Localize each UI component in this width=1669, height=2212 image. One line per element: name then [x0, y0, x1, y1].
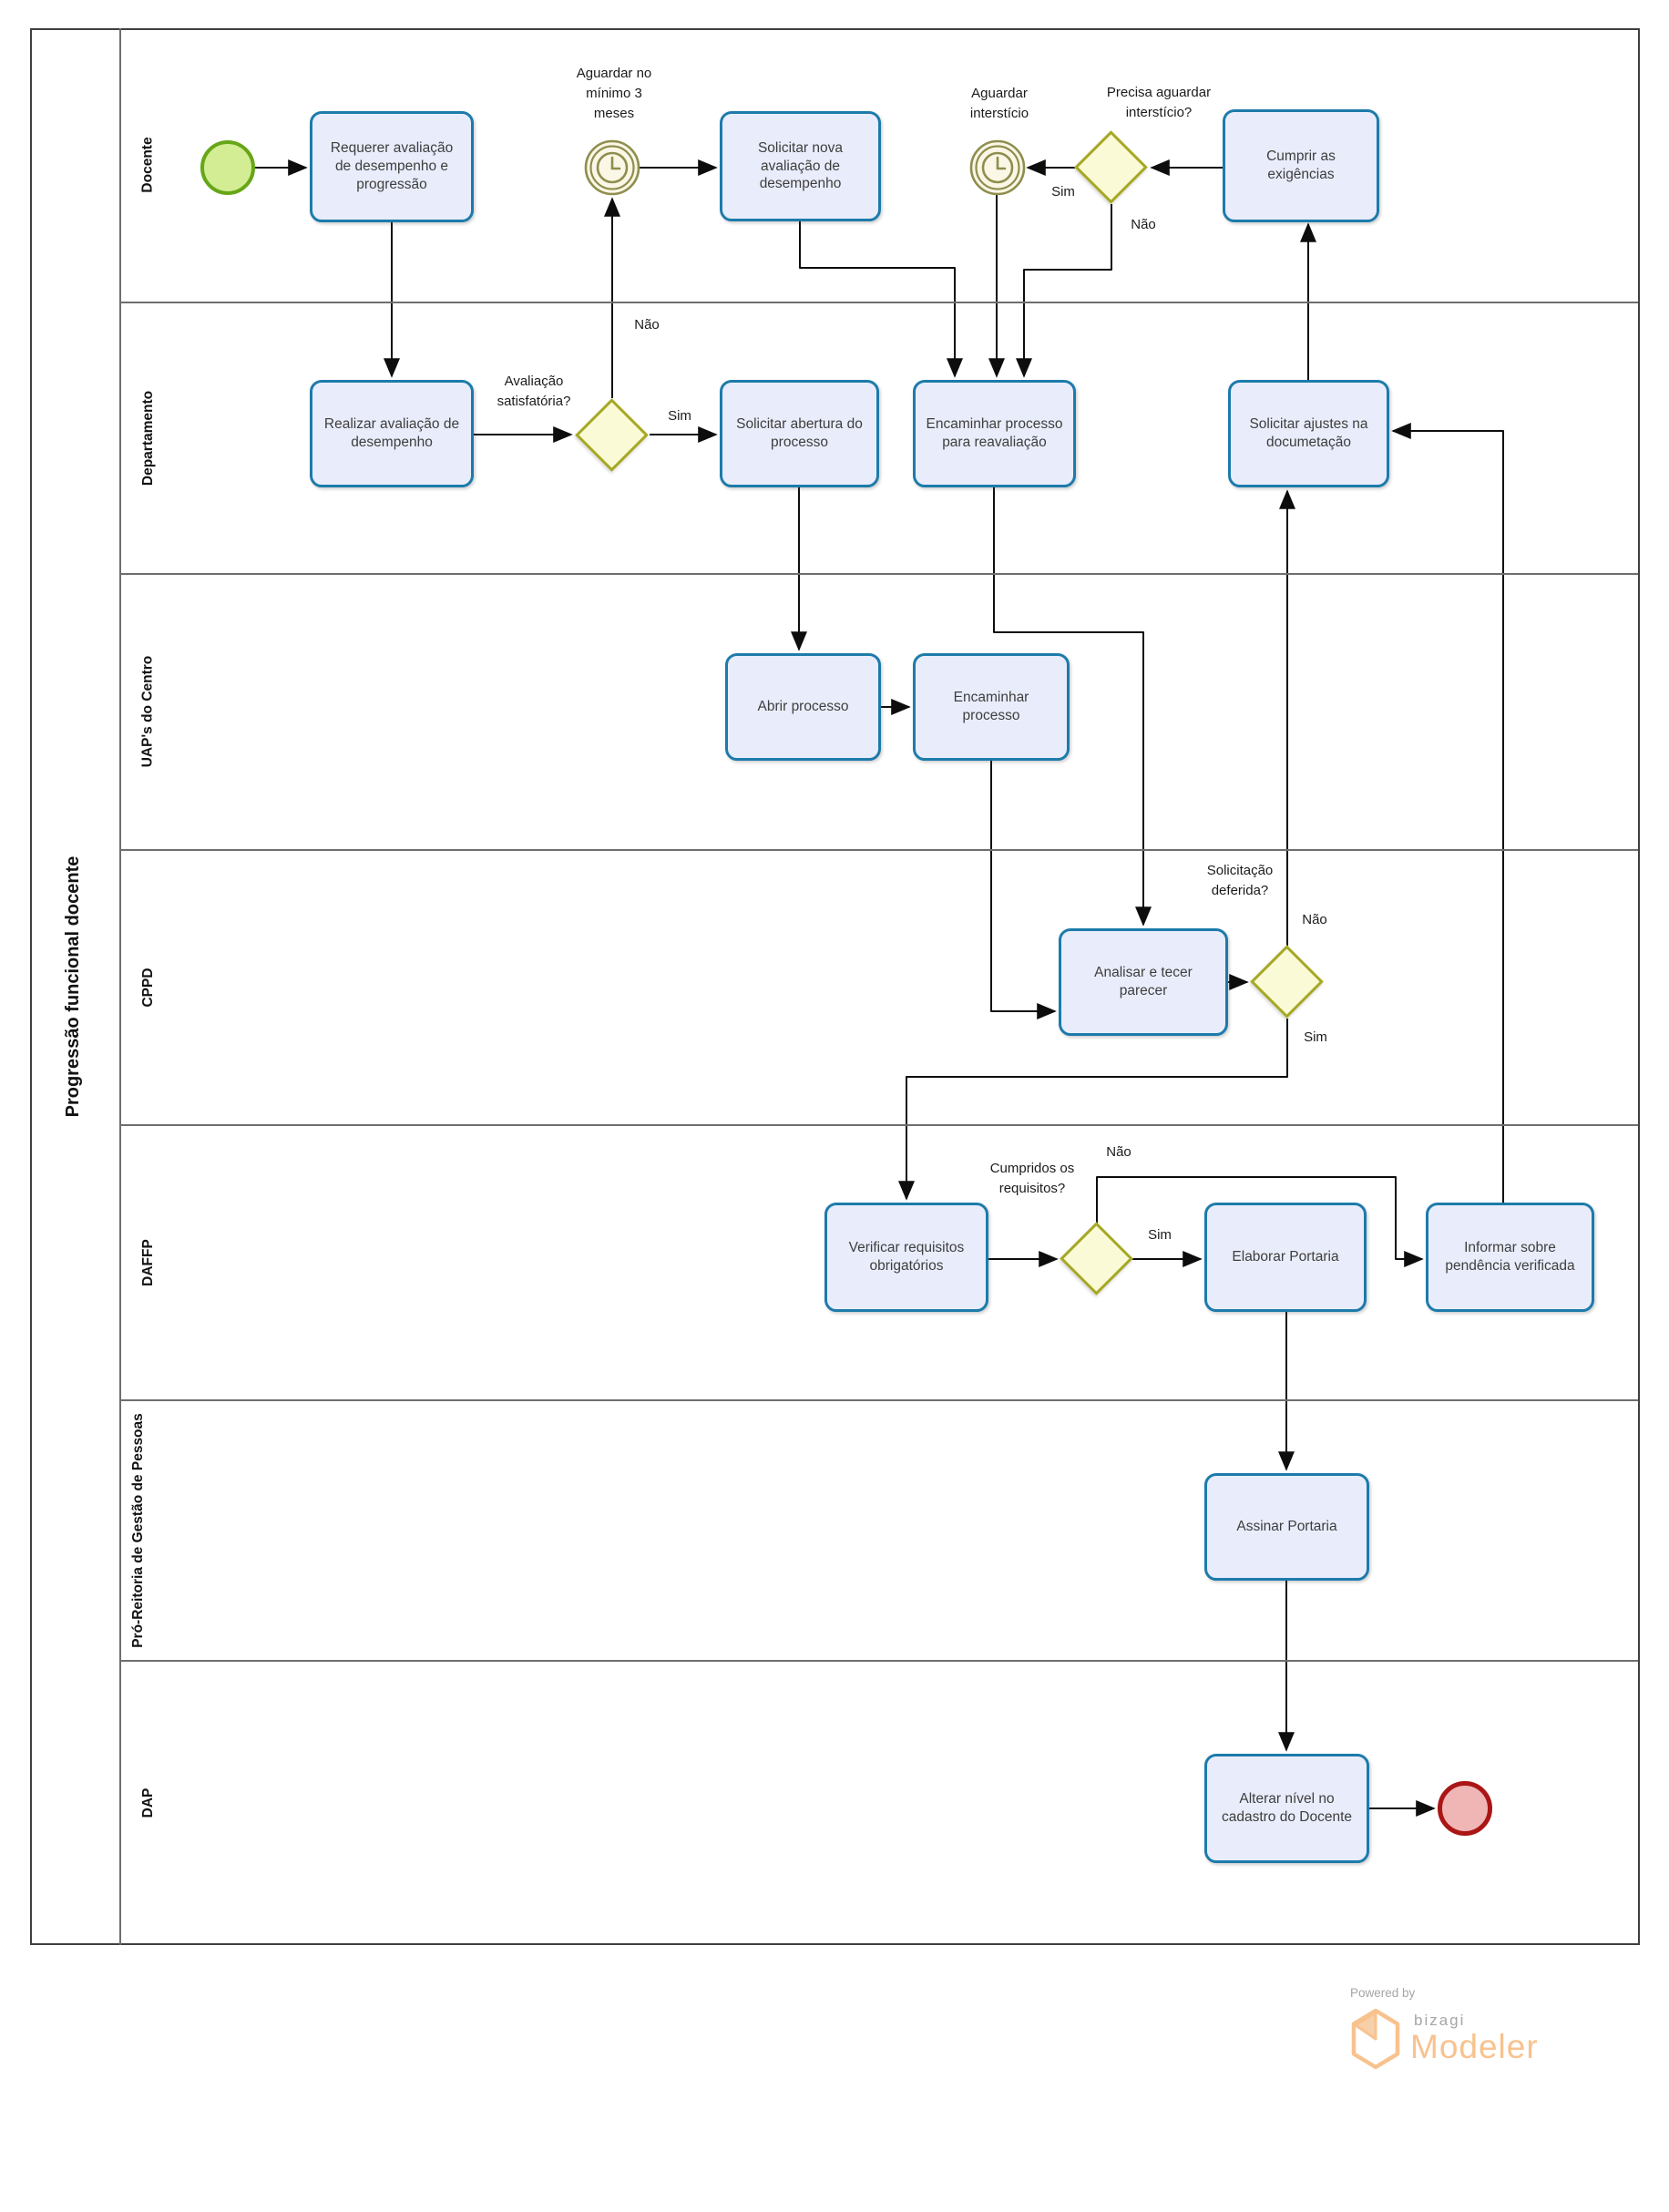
task-verificar-requisitos[interactable]: Verificar requisitos obrigatórios — [824, 1203, 988, 1312]
task-label: Encaminhar processo para reavaliação — [926, 416, 1063, 450]
task-label: Alterar nível no cadastro do Docente — [1221, 1791, 1353, 1825]
start-event[interactable] — [200, 140, 255, 195]
flow-label-sim-precisa-aguardar: Sim — [1051, 184, 1075, 200]
task-elaborar-portaria[interactable]: Elaborar Portaria — [1204, 1203, 1367, 1312]
task-label: Realizar avaliação de desempenho — [323, 416, 460, 450]
flow-label-sim-cumpridos: Sim — [1148, 1227, 1172, 1243]
task-label: Abrir processo — [757, 699, 849, 715]
lane-separator — [121, 1399, 1638, 1401]
lane-label-uaps-do-centro: UAP's do Centro — [139, 655, 156, 768]
task-cumprir-exigencias[interactable]: Cumprir as exigências — [1223, 109, 1379, 222]
lane-separator — [121, 1660, 1638, 1662]
task-solicitar-abertura[interactable]: Solicitar abertura do processo — [720, 380, 879, 487]
task-label: Encaminhar processo — [953, 690, 1029, 723]
flow-label-nao-precisa-aguardar: Não — [1131, 217, 1156, 232]
lane-separator — [121, 302, 1638, 303]
flow-label-nao-solicitacao: Não — [1302, 912, 1327, 927]
pool-title: Progressão funcional docente — [63, 855, 83, 1118]
timer-event-aguardar-intersticio[interactable] — [968, 138, 1027, 197]
lane-separator — [121, 849, 1638, 851]
flow-label-nao-cumpridos: Não — [1106, 1144, 1131, 1160]
pool-border — [30, 28, 1640, 1945]
flow-label-sim-avaliacao: Sim — [668, 408, 691, 424]
timer-event-aguardar-minimo[interactable] — [583, 138, 641, 197]
task-encaminhar-processo[interactable]: Encaminhar processo — [913, 653, 1070, 761]
lane-separator — [121, 1124, 1638, 1126]
lane-label-pro-reitoria: Pró-Reitoria de Gestão de Pessoas — [130, 1413, 146, 1648]
gateway-caption-precisa-aguardar: Precisa aguardar interstício? — [1106, 85, 1212, 120]
task-alterar-nivel[interactable]: Alterar nível no cadastro do Docente — [1204, 1754, 1369, 1863]
task-realizar-avaliacao[interactable]: Realizar avaliação de desempenho — [310, 380, 474, 487]
lane-label-docente: Docente — [139, 137, 156, 193]
task-informar-pendencia[interactable]: Informar sobre pendência verificada — [1426, 1203, 1594, 1312]
timer-caption-aguardar-minimo: Aguardar no mínimo 3 meses — [576, 66, 652, 121]
task-label: Verificar requisitos obrigatórios — [848, 1240, 965, 1274]
modeler-product-text: Modeler — [1410, 2028, 1539, 2065]
task-label: Assinar Portaria — [1236, 1519, 1337, 1535]
task-assinar-portaria[interactable]: Assinar Portaria — [1204, 1473, 1369, 1581]
powered-by-text: Powered by — [1350, 1986, 1416, 2000]
task-label: Elaborar Portaria — [1232, 1249, 1339, 1265]
task-analisar-parecer[interactable]: Analisar e tecer parecer — [1059, 928, 1228, 1036]
flow-label-sim-solicitacao: Sim — [1304, 1029, 1327, 1045]
task-label: Solicitar ajustes na documetação — [1249, 416, 1368, 450]
gateway-caption-avaliacao-satisfatoria: Avaliação satisfatória? — [497, 374, 571, 409]
timer-icon — [584, 139, 640, 196]
lane-separator — [121, 573, 1638, 575]
end-event[interactable] — [1438, 1781, 1492, 1836]
task-label: Informar sobre pendência verificada — [1445, 1240, 1575, 1274]
lane-label-departamento: Departamento — [140, 390, 156, 486]
timer-icon — [969, 139, 1026, 196]
bizagi-logo-icon — [1351, 2008, 1400, 2070]
task-label: Solicitar nova avaliação de desempenho — [757, 139, 844, 192]
gateway-caption-cumpridos-requisitos: Cumpridos os requisitos? — [989, 1161, 1075, 1196]
gateway-caption-solicitacao-deferida: Solicitação deferida? — [1206, 863, 1274, 898]
pool-title-divider — [119, 28, 121, 1945]
flow-label-nao-avaliacao: Não — [634, 317, 660, 333]
task-solicitar-nova-avaliacao[interactable]: Solicitar nova avaliação de desempenho — [720, 111, 881, 221]
task-abrir-processo[interactable]: Abrir processo — [725, 653, 881, 761]
lane-label-daffp: DAFFP — [140, 1239, 156, 1286]
lane-label-cppd: CPPD — [140, 968, 156, 1008]
timer-caption-aguardar-intersticio: Aguardar interstício — [969, 86, 1029, 121]
task-solicitar-ajustes[interactable]: Solicitar ajustes na documetação — [1228, 380, 1389, 487]
task-label: Cumprir as exigências — [1266, 148, 1336, 182]
task-requerer-avaliacao[interactable]: Requerer avaliação de desempenho e progr… — [310, 111, 474, 222]
task-label: Requerer avaliação de desempenho e progr… — [330, 140, 454, 192]
task-encaminhar-reavaliacao[interactable]: Encaminhar processo para reavaliação — [913, 380, 1076, 487]
lane-label-dap: DAP — [140, 1787, 156, 1818]
task-label: Solicitar abertura do processo — [736, 416, 863, 450]
bizagi-brand-text: bizagi — [1414, 2012, 1466, 2029]
task-label: Analisar e tecer parecer — [1094, 965, 1193, 998]
